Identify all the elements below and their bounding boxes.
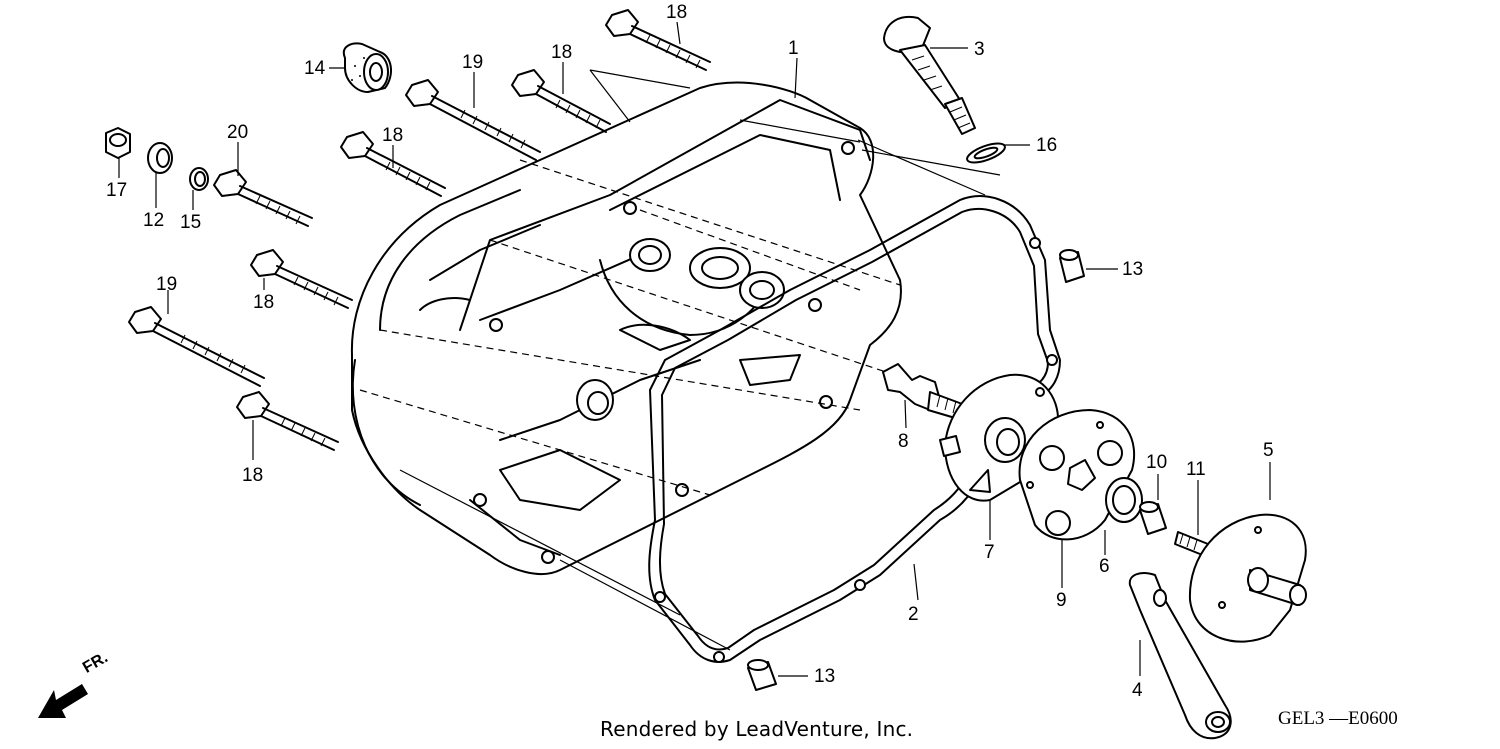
crankcase-cover[interactable] [350, 81, 902, 575]
kick-starter-spindle-5[interactable] [1188, 513, 1307, 643]
footer-credit: Rendered by LeadVenture, Inc. [600, 717, 914, 741]
washer-12[interactable] [147, 142, 173, 174]
callout-17: 17 [106, 180, 127, 201]
arrow-icon [38, 684, 88, 718]
callout-13-top: 13 [1122, 259, 1143, 280]
callout-20: 20 [227, 122, 248, 143]
callout-5: 5 [1263, 440, 1274, 461]
callout-9: 9 [1056, 590, 1067, 611]
flange-bolt-18-top[interactable] [605, 9, 711, 71]
kick-starter-arm-4[interactable] [1128, 572, 1232, 740]
leader-lines [118, 21, 1271, 677]
flange-bolt-20[interactable] [213, 169, 313, 227]
callout-19-upper: 19 [462, 52, 483, 73]
callout-18-upper: 18 [551, 42, 572, 63]
callout-1: 1 [788, 38, 799, 59]
o-ring-15[interactable] [189, 167, 209, 191]
spacer-10[interactable] [1139, 501, 1167, 535]
flange-bolt-18-mid[interactable] [340, 131, 446, 197]
callout-15: 15 [180, 212, 201, 233]
callout-18-left: 18 [253, 292, 274, 313]
callout-labels: 1 2 3 4 5 6 7 8 9 10 11 12 13 13 14 15 1… [106, 2, 1274, 701]
callout-8: 8 [898, 431, 909, 452]
ratchet-plate-9[interactable] [1018, 409, 1136, 541]
callout-3: 3 [974, 39, 985, 60]
flange-bolt-18-left[interactable] [250, 249, 353, 309]
callout-2: 2 [908, 604, 919, 625]
callout-18-mid: 18 [382, 125, 403, 146]
dowel-pin-13-top[interactable] [1059, 249, 1085, 283]
callout-7: 7 [984, 542, 995, 563]
o-ring-16[interactable] [965, 140, 1007, 167]
cap-nut-17[interactable] [105, 127, 131, 159]
bearing-14[interactable] [342, 42, 392, 93]
flange-bolt-19-upper[interactable] [405, 79, 541, 161]
callout-16: 16 [1036, 135, 1057, 156]
oil-filler-cap-3[interactable] [883, 16, 976, 135]
dowel-pin-13-bottom[interactable] [747, 659, 777, 691]
callout-13-bottom: 13 [814, 666, 835, 687]
callout-11: 11 [1186, 459, 1206, 480]
callout-4: 4 [1132, 680, 1143, 701]
callout-18-top: 18 [666, 2, 687, 23]
flange-bolt-19-lower[interactable] [128, 306, 265, 387]
flange-bolt-18-upper[interactable] [511, 69, 611, 133]
callout-10: 10 [1146, 452, 1167, 473]
callout-12: 12 [143, 210, 164, 231]
callout-19-lower: 19 [156, 274, 177, 295]
alignment-lines [359, 69, 1001, 651]
stud-bolt-8[interactable] [882, 363, 966, 421]
callout-6: 6 [1099, 556, 1110, 577]
callout-14: 14 [304, 58, 326, 79]
callout-18-bottom: 18 [242, 465, 263, 486]
diagram-code: GEL3 —E0600 [1278, 708, 1398, 729]
collar-6[interactable] [1105, 477, 1143, 523]
flange-bolt-18-bottom[interactable] [236, 391, 339, 451]
